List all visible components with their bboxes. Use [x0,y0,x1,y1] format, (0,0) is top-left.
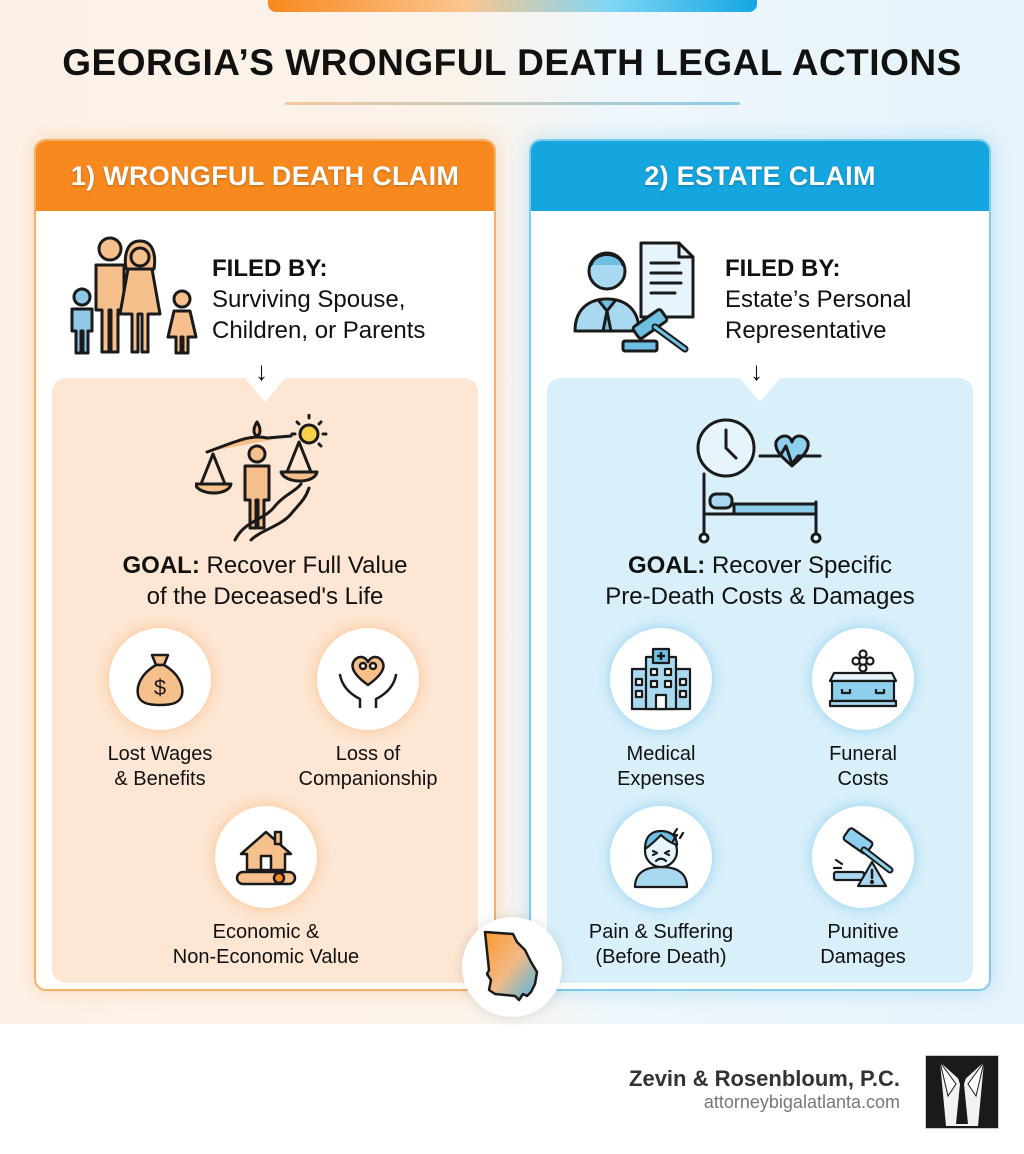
title-prefix: GEORGIA’S [62,42,286,83]
svg-text:$: $ [154,675,166,700]
card-heading: 1) WRONGFUL DEATH CLAIM [36,141,494,211]
house-diploma-icon [235,830,297,886]
family-icon [70,236,198,355]
card-heading: 2) ESTATE CLAIM [531,141,989,211]
goal-line1: Recover Specific [705,552,893,579]
representative-document-gavel-icon [573,241,695,353]
down-arrow-icon: ↓ [750,356,763,386]
heart-hands-icon [338,655,398,709]
filed-by-text: FILED BY: Estate’s Personal Representati… [725,253,911,346]
goal-label: GOAL: [627,552,706,579]
damage-item-pain-and-suffering: Pain & Suffering(Before Death) [561,806,761,970]
goal-text: GOAL: Recover Specific Pre-Death Costs &… [547,550,973,612]
filed-by-text: FILED BY: Surviving Spouse, Children, or… [212,253,425,346]
damage-item-lost-wages: $ Lost Wages& Benefits [60,628,260,792]
filed-by-label: FILED BY: [725,255,841,282]
georgia-map-icon [483,930,539,1002]
gavel-warning-icon [832,827,894,888]
page-title: GEORGIA’S WRONGFUL DEATH LEGAL ACTIONS [0,42,1024,84]
item-circle [610,628,712,730]
goal-panel: GOAL: Recover Specific Pre-Death Costs &… [547,376,973,983]
goal-line2: of the Deceased's Life [146,583,384,610]
item-label: Lost Wages& Benefits [107,743,213,790]
goal-text: GOAL: Recover Full Value of the Deceased… [52,550,478,612]
panel-notch [243,376,287,402]
money-bag-icon: $ [136,653,184,707]
filed-by-section: FILED BY: Estate’s Personal Representati… [531,211,989,384]
item-circle [215,806,317,908]
scales-of-justice-life-icon [195,414,328,542]
item-circle [812,806,914,908]
pained-person-icon [633,827,689,889]
item-label: Pain & Suffering(Before Death) [588,921,734,968]
firm-website-link[interactable]: attorneybigalatlanta.com [703,1092,900,1112]
hospital-icon [630,647,692,711]
filed-by-section: FILED BY: Surviving Spouse, Children, or… [36,211,494,384]
suit-tie-logo-icon [925,1055,999,1129]
goal-line1: Recover Full Value [199,552,408,579]
item-label: Economic &Non-Economic Value [172,921,360,968]
goal-panel: GOAL: Recover Full Value of the Deceased… [52,376,478,983]
down-arrow-icon: ↓ [255,356,268,386]
filed-by-label: FILED BY: [212,255,328,282]
filed-by-line1: Estate’s Personal [725,286,912,313]
georgia-badge [462,917,562,1017]
clock-hospital-bed-heartbeat-icon [696,418,822,544]
estate-claim-card: 2) ESTATE CLAIM FILED BY: Estate’s Perso… [529,139,991,991]
filed-by-line1: Surviving Spouse, [212,286,406,313]
item-circle [812,628,914,730]
damage-item-economic-value: Economic &Non-Economic Value [166,806,366,970]
title-bold: WRONGFUL DEATH [285,42,645,83]
filed-by-line2: Children, or Parents [212,317,426,344]
footer [0,1024,1024,1154]
title-divider [285,102,740,105]
item-circle: $ [109,628,211,730]
wrongful-death-claim-card: 1) WRONGFUL DEATH CLAIM FILED BY: Surviv… [34,139,496,991]
panel-notch [738,376,782,402]
goal-label: GOAL: [122,552,200,579]
title-suffix: LEGAL ACTIONS [644,42,962,83]
filed-by-line2: Representative [725,317,887,344]
goal-line2: Pre-Death Costs & Damages [605,583,915,610]
item-circle [317,628,419,730]
item-circle [610,806,712,908]
top-gradient-bar [268,0,757,12]
casket-icon [828,649,898,708]
firm-name: Zevin & Rosenbloum, P.C. [629,1066,900,1091]
